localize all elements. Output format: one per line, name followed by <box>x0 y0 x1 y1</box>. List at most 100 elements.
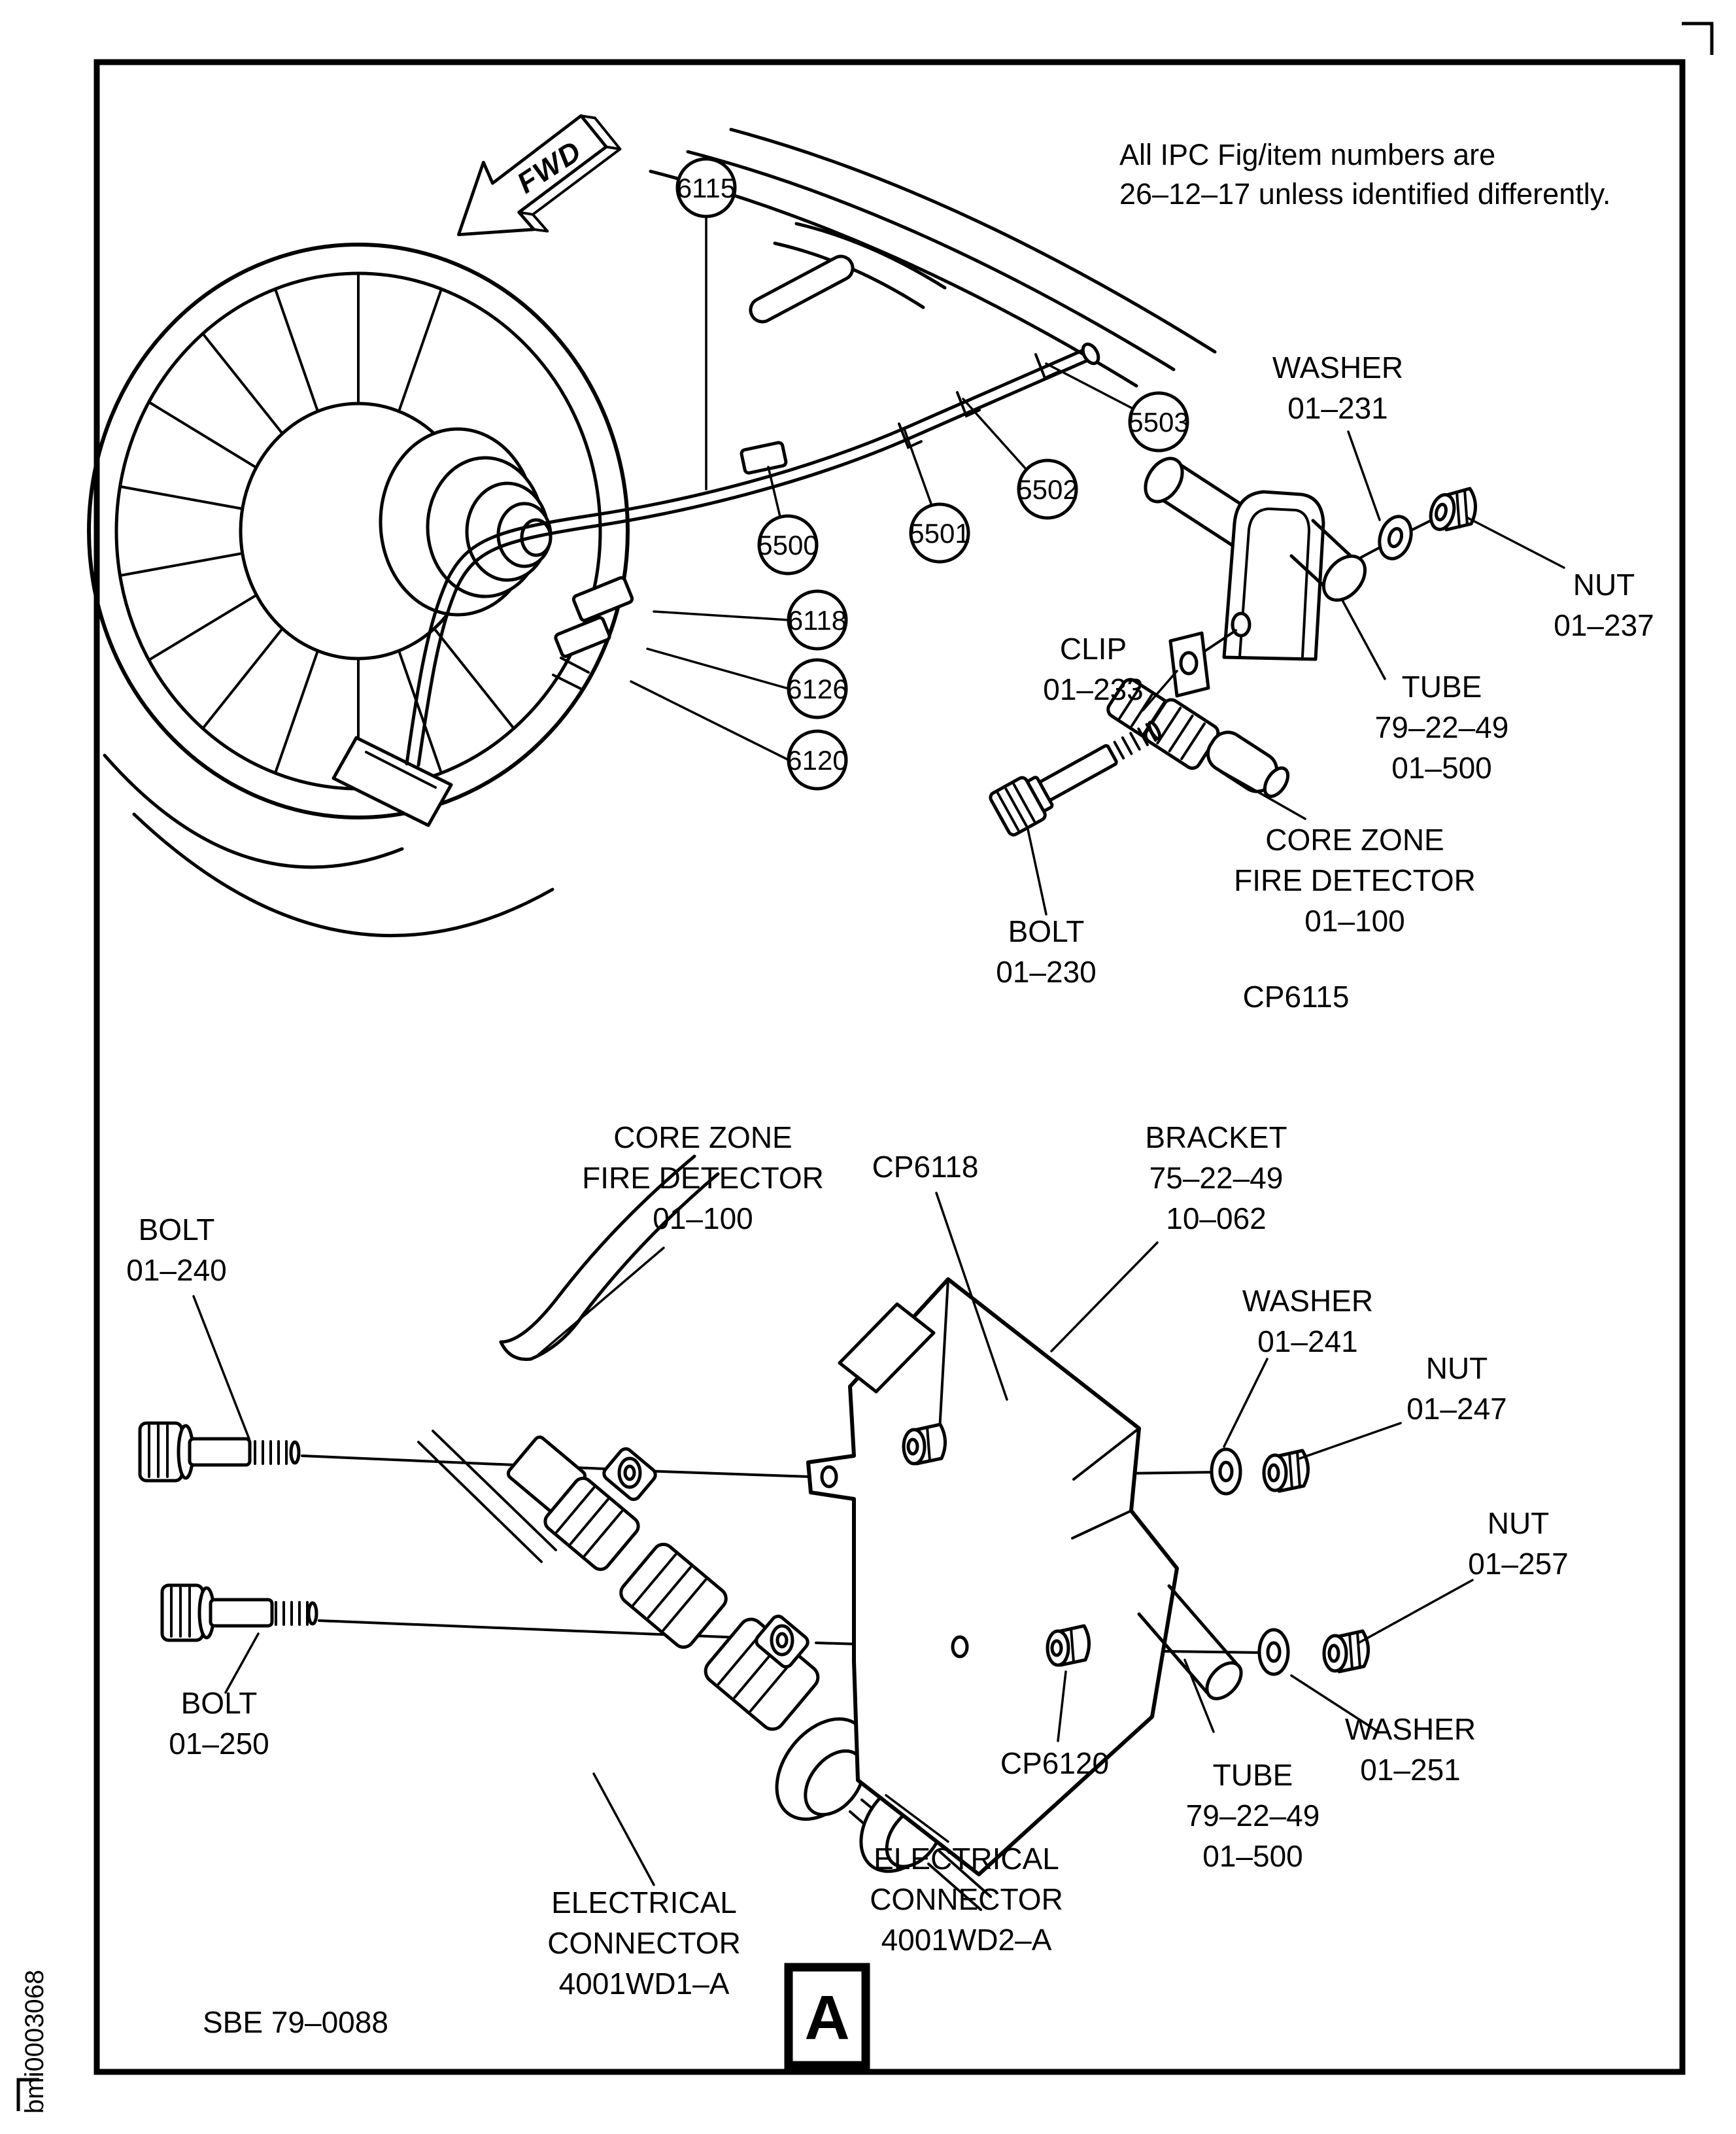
clip-01-233-part <box>1168 631 1210 698</box>
engine-fan-illustration <box>87 128 1217 938</box>
label-tube-upper-ref2: 01–500 <box>1391 751 1492 785</box>
bolt-01-240-part <box>138 1421 301 1483</box>
fan-blades <box>119 272 515 790</box>
label-bracket-name: BRACKET <box>1145 1120 1287 1154</box>
ipc-note: All IPC Fig/item numbers are 26–12–17 un… <box>1119 138 1610 211</box>
detail-marker-a: A <box>784 1963 870 2070</box>
upper-labels: WASHER 01–231 NUT 01–237 CLIP 01–233 TUB… <box>996 351 1654 1014</box>
harness-lug-lower <box>755 1614 809 1669</box>
bolt-01-230-part <box>989 720 1162 836</box>
label-bracket-ref1: 75–22–49 <box>1149 1161 1284 1195</box>
callout-6118: 6118 <box>787 589 848 651</box>
label-washer-bottom-ref: 01–251 <box>1360 1753 1461 1787</box>
tube-fitting-5500 <box>740 441 788 475</box>
label-bracket-ref2: 10–062 <box>1166 1201 1267 1235</box>
bracket-top-tab <box>838 1302 936 1394</box>
label-tube-upper-ref1: 79–22–49 <box>1375 710 1509 744</box>
tube-lower-part <box>1137 1584 1243 1700</box>
label-tube-upper-name: TUBE <box>1402 670 1482 704</box>
washer-01-241-part <box>1210 1447 1242 1496</box>
label-bolt-top-ref: 01–240 <box>126 1253 227 1287</box>
callout-6120: 6120 <box>787 729 848 791</box>
callout-6115: 6115 <box>675 157 737 218</box>
detail-marker-letter: A <box>804 1983 849 2053</box>
callout-5502-number: 5502 <box>1017 474 1078 505</box>
bracket-nut-upper <box>902 1422 947 1466</box>
callout-5502: 5502 <box>1017 458 1078 520</box>
label-nut-bottom-name: NUT <box>1488 1506 1550 1540</box>
label-nut-upper-ref: 01–237 <box>1554 608 1654 642</box>
label-connector2-1: ELECTRICAL <box>874 1842 1059 1876</box>
figure-footer: SBE 79–0088 A <box>203 1963 870 2070</box>
label-nut-upper-name: NUT <box>1573 568 1635 602</box>
label-tube-lower-name: TUBE <box>1213 1758 1293 1792</box>
label-bolt-bottom-ref: 01–250 <box>169 1727 269 1761</box>
nacelle-arcs <box>103 128 1217 938</box>
label-washer-upper-ref: 01–231 <box>1287 391 1388 425</box>
callout-5500-number: 5500 <box>757 530 818 560</box>
note-line-1: All IPC Fig/item numbers are <box>1119 138 1495 171</box>
note-line-2: 26–12–17 unless identified differently. <box>1119 177 1610 211</box>
corner-mark-bottom-left <box>16 2078 39 2111</box>
label-detector-lower-2: FIRE DETECTOR <box>582 1161 824 1195</box>
bracket-75-22-49-part <box>806 1277 1179 1876</box>
label-washer-bottom-name: WASHER <box>1345 1712 1476 1746</box>
callout-6126: 6126 <box>787 658 848 719</box>
callout-6115-number: 6115 <box>677 173 736 203</box>
upper-view-caption: CP6115 <box>1243 980 1350 1014</box>
label-detector-upper-1: CORE ZONE <box>1265 823 1444 857</box>
label-tube-lower-ref2: 01–500 <box>1202 1839 1303 1873</box>
callout-6120-number: 6120 <box>787 745 847 776</box>
upper-callouts: 6115 5500 5501 5502 5503 6118 6126 6120 <box>630 157 1189 791</box>
tube-and-clamp <box>1144 456 1432 661</box>
engine-bracket-chevron <box>332 736 453 827</box>
callout-6126-number: 6126 <box>787 674 847 704</box>
label-connector1-1: ELECTRICAL <box>551 1885 737 1919</box>
washer-01-251-part <box>1257 1628 1290 1676</box>
nut-01-237-part <box>1429 487 1477 532</box>
label-cp6118: CP6118 <box>872 1150 979 1184</box>
label-bolt-top-name: BOLT <box>139 1213 215 1247</box>
label-tube-lower-ref1: 79–22–49 <box>1186 1798 1320 1833</box>
bracket-nut-lower <box>1046 1624 1091 1667</box>
label-nut-bottom-ref: 01–257 <box>1468 1547 1569 1581</box>
callout-5503-number: 5503 <box>1128 407 1189 438</box>
callout-5501: 5501 <box>909 502 970 564</box>
label-clip-ref: 01–233 <box>1043 672 1144 706</box>
fire-detector-sensing-tube <box>405 342 1100 767</box>
tube-clamp-hardware-cluster <box>552 576 634 691</box>
engine-strut-rod <box>749 254 855 324</box>
label-detector-upper-ref: 01–100 <box>1304 904 1405 938</box>
washer-01-231-part <box>1378 515 1413 560</box>
label-bolt-upper-ref: 01–230 <box>996 955 1097 989</box>
label-connector2-ref: 4001WD2–A <box>881 1923 1052 1957</box>
detector-harness-lower <box>417 1154 992 1911</box>
bracket-hole-lower <box>951 1635 969 1659</box>
label-detector-lower-ref: 01–100 <box>653 1201 753 1235</box>
label-cp6120: CP6120 <box>1000 1746 1109 1780</box>
nut-01-257-part <box>1322 1629 1370 1674</box>
figure-border <box>94 59 1686 2075</box>
label-connector1-ref: 4001WD1–A <box>559 1967 730 2001</box>
page-frame: bmi0003068 <box>16 22 1714 2114</box>
bracket-hole-upper <box>820 1465 838 1489</box>
label-detector-upper-2: FIRE DETECTOR <box>1234 863 1476 897</box>
label-nut-top-name: NUT <box>1426 1351 1488 1385</box>
corner-mark-top-right <box>1682 22 1714 55</box>
nut-01-247-part <box>1262 1449 1310 1493</box>
figure-reference-number: SBE 79–0088 <box>203 2005 388 2039</box>
upper-detail-parts <box>989 456 1477 836</box>
electrical-connector-1-part <box>775 1717 935 1865</box>
label-bolt-upper-name: BOLT <box>1008 914 1085 948</box>
label-washer-top-ref: 01–241 <box>1257 1324 1358 1358</box>
label-nut-top-ref: 01–247 <box>1406 1392 1507 1426</box>
callout-5503: 5503 <box>1128 391 1189 453</box>
label-bolt-bottom-name: BOLT <box>181 1686 258 1720</box>
label-connector2-2: CONNECTOR <box>870 1882 1063 1916</box>
callout-6118-number: 6118 <box>788 605 847 636</box>
fwd-arrow-face <box>456 114 608 237</box>
label-washer-upper-name: WASHER <box>1272 351 1403 385</box>
lower-labels: CORE ZONE FIRE DETECTOR 01–100 CP6118 BR… <box>126 1120 1569 2001</box>
fwd-arrow-extrusion <box>517 114 622 233</box>
